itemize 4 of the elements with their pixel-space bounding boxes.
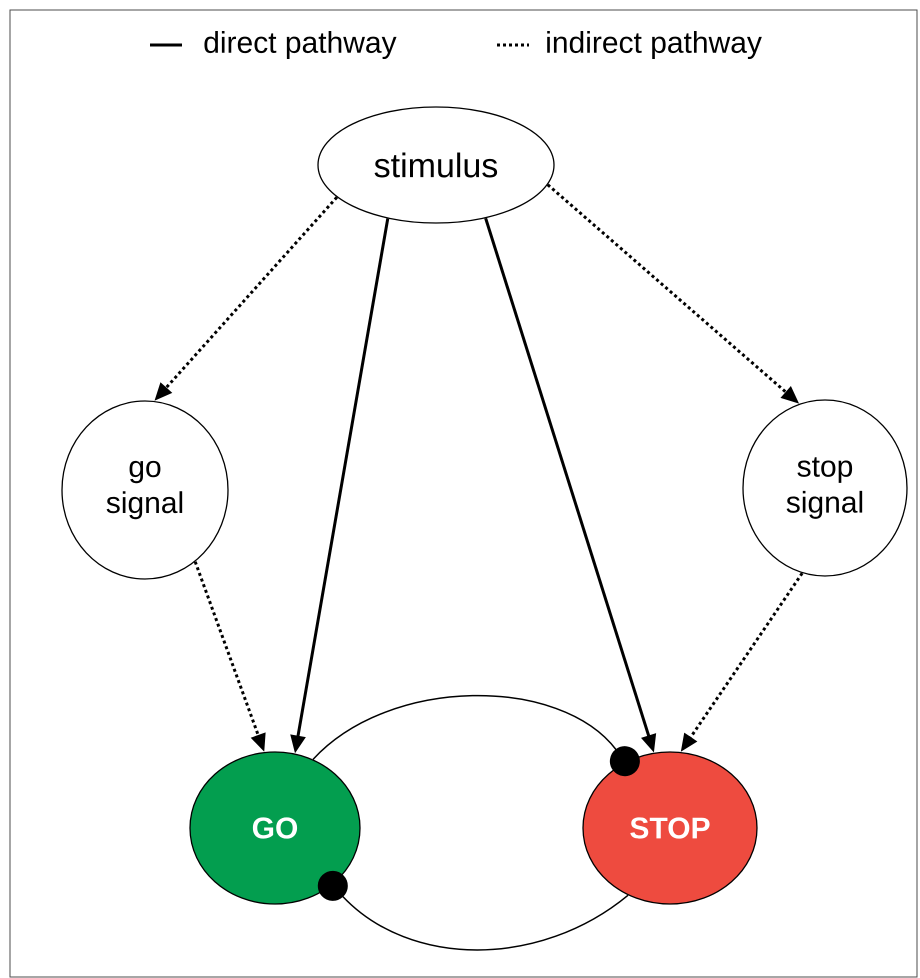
inhibition-arc [312, 694, 640, 776]
inhibition-arc [318, 870, 628, 951]
legend-text: direct pathway [204, 31, 397, 59]
legend-text: indirect pathway [547, 31, 762, 59]
